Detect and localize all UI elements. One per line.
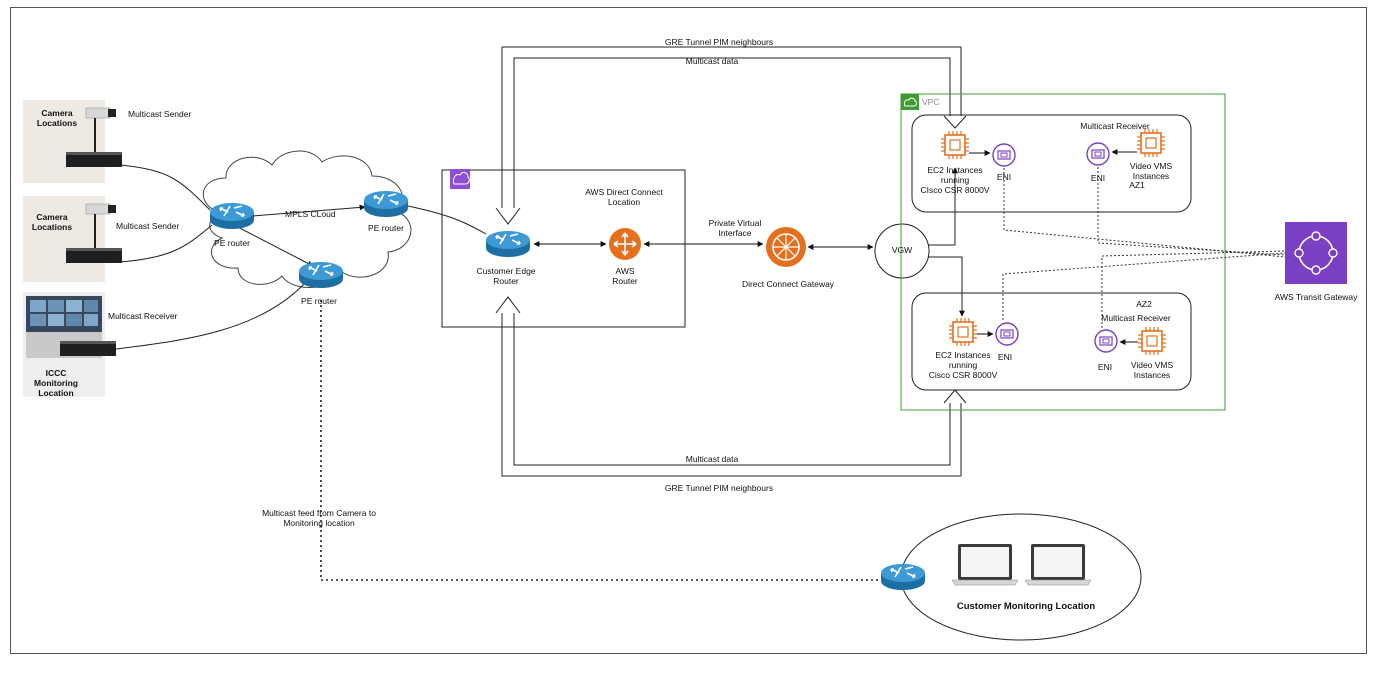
eni-icon xyxy=(995,322,1019,346)
customer-monitoring-label: Customer Monitoring Location xyxy=(956,601,1096,612)
ec2-instances-label: EC2 Instances running CIsco CSR 8000V xyxy=(920,165,990,195)
dx-gateway-icon xyxy=(766,227,806,267)
dx-location-box xyxy=(441,169,686,328)
multicast-data-label: Multicast data xyxy=(685,454,739,464)
multicast-receiver-az2-label: Multicast Receiver xyxy=(1101,313,1171,323)
ec2-chip-icon xyxy=(948,317,978,347)
camera-locations-label: Camera Locations xyxy=(31,212,73,232)
eni-label: ENI xyxy=(1097,362,1113,372)
router-icon xyxy=(298,261,344,289)
router-icon xyxy=(363,190,409,218)
aws-router-label: AWS Router xyxy=(612,266,638,286)
customer-monitoring-ellipse xyxy=(900,513,1142,641)
eni-label: ENI xyxy=(1090,173,1106,183)
diagram-frame xyxy=(10,7,1367,654)
eni-icon xyxy=(1094,329,1118,353)
eni-icon xyxy=(992,143,1016,167)
pe-router-label: PE router xyxy=(368,223,404,233)
gre-tunnel-label: GRE Tunnel PIM neighbours xyxy=(664,37,774,47)
az1-box xyxy=(911,114,1192,213)
dx-location-icon xyxy=(450,169,470,189)
pe-router-label: PE router xyxy=(301,296,337,306)
customer-edge-router-label: Customer Edge Router xyxy=(476,266,536,286)
gre-tunnel-bottom xyxy=(495,296,967,477)
multicast-receiver-label: Multicast Receiver xyxy=(108,311,178,321)
aws-router-icon xyxy=(609,228,641,260)
vpc-box xyxy=(900,93,1226,411)
camera-icon xyxy=(66,203,122,263)
ec2-instances-label: EC2 Instances running Cisco CSR 8000V xyxy=(928,350,998,380)
mpls-cloud-label: MPLS CLoud xyxy=(285,209,336,219)
ec2-chip-icon xyxy=(940,130,970,160)
ec2-chip-icon xyxy=(1137,326,1167,356)
router-icon xyxy=(209,202,255,230)
router-icon xyxy=(880,563,926,591)
private-vif-label: Private Virtual Interface xyxy=(708,218,762,238)
transit-gateway-label: AWS Transit Gateway xyxy=(1274,292,1358,302)
vpc-cloud-icon xyxy=(901,94,919,110)
multicast-data-label: Multicast data xyxy=(685,56,739,66)
multicast-receiver-az1-label: Multicast Receiver xyxy=(1080,121,1150,131)
camera-icon xyxy=(66,107,122,167)
ec2-chip-icon xyxy=(1136,128,1166,158)
monitoring-wall-image xyxy=(26,296,116,358)
az2-label: AZ2 xyxy=(1136,299,1152,309)
vgw-label: VGW xyxy=(891,245,913,255)
az2-box xyxy=(911,292,1192,391)
iccc-label: ICCC Monitoring Location xyxy=(34,368,78,398)
router-icon xyxy=(485,230,531,258)
eni-label: ENI xyxy=(997,352,1013,362)
multicast-feed-label: Multicast feed from Camera to Monitoring… xyxy=(262,508,376,528)
eni-label: ENI xyxy=(996,172,1012,182)
dx-location-label: AWS Direct Connect Location xyxy=(585,187,663,207)
video-vms-label: Video VMS Instances xyxy=(1129,161,1173,181)
vpc-label: VPC xyxy=(922,97,940,107)
laptop-icon xyxy=(951,543,1019,586)
vgw-circle xyxy=(874,223,930,279)
gre-tunnel-top xyxy=(495,46,967,225)
laptop-icon xyxy=(1024,543,1092,586)
transit-gateway-icon xyxy=(1285,222,1347,284)
az1-label: AZ1 xyxy=(1129,180,1145,190)
mpls-cloud-shape xyxy=(202,150,412,289)
gre-tunnel-label: GRE Tunnel PIM neighbours xyxy=(664,483,774,493)
video-vms-label: Video VMS Instances xyxy=(1130,360,1174,380)
eni-icon xyxy=(1086,142,1110,166)
dx-gateway-label: Direct Connect Gateway xyxy=(741,279,835,289)
multicast-sender-label: Multicast Sender xyxy=(128,109,192,119)
camera-locations-label: Camera Locations xyxy=(36,108,78,128)
multicast-sender-label: Multicast Sender xyxy=(116,221,180,231)
pe-router-label: PE router xyxy=(214,238,250,248)
